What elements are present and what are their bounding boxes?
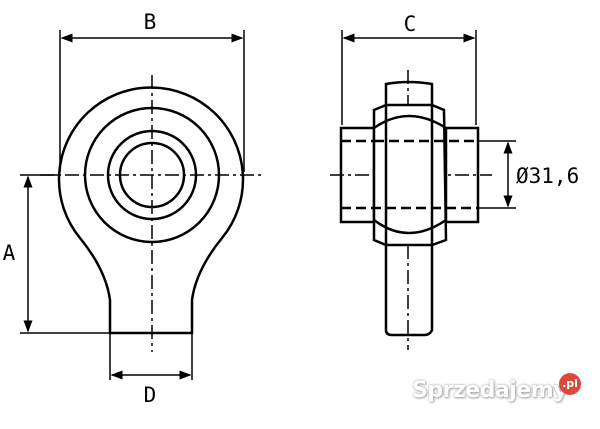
eye-outline [57,86,245,335]
label-d: D [144,383,157,407]
dimensions [20,30,516,380]
label-b: B [144,10,157,34]
side-view [339,80,480,337]
label-a: A [3,241,16,265]
label-diameter: Ø31,6 [516,164,579,188]
label-c: C [404,12,417,36]
front-view [57,86,245,380]
shank [384,80,434,337]
watermark-badge: .pl [559,373,581,395]
ball [373,114,448,235]
watermark-logo: Sprzedajemy [412,378,568,403]
